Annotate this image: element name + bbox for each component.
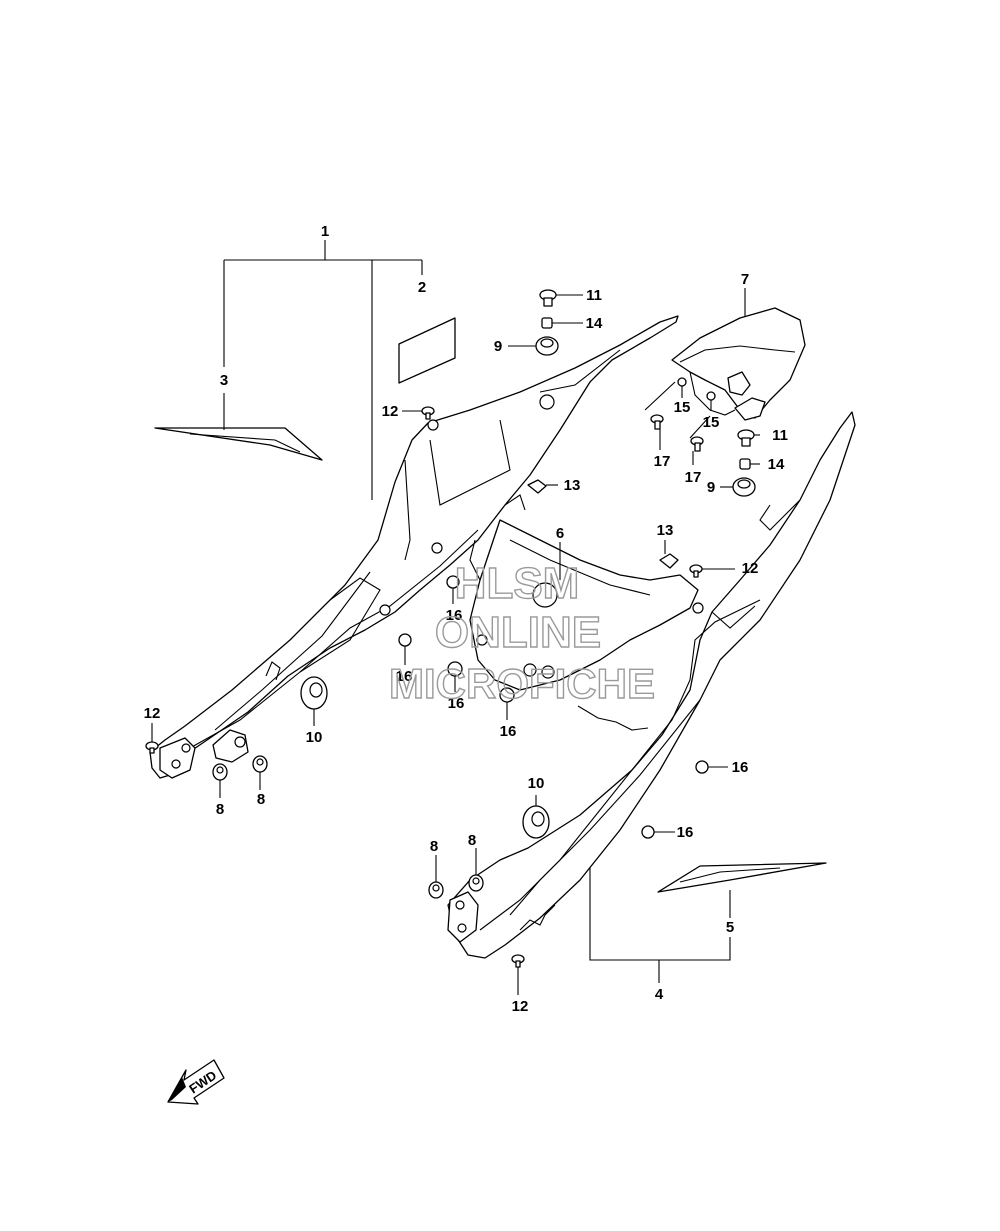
screw-17-b [690,436,704,452]
left-frame-cover [149,315,679,779]
callout-8-a: 8 [216,801,224,818]
callout-16-c: 16 [448,695,465,712]
callout-13-a: 13 [564,477,581,494]
callout-7: 7 [741,271,749,288]
callout-14-b: 14 [768,456,785,473]
callout-15-a: 15 [674,399,691,416]
callout-16-e: 16 [732,759,749,776]
grommet-8-c [428,881,444,899]
callout-12-a: 12 [382,403,399,420]
callout-16-a: 16 [446,607,463,624]
callout-16-f: 16 [677,824,694,841]
nut-13-a [527,479,547,494]
screw-17-a [650,414,664,430]
clip-16-b [398,633,412,647]
watermark: HLSM ONLINE MICROFICHE [388,558,655,707]
callout-11-a: 11 [586,287,602,304]
clip-16-e [695,760,709,774]
callout-9-a: 9 [494,338,502,355]
callout-4: 4 [655,986,664,1003]
cushion-10-a [300,676,328,710]
callout-2: 2 [418,279,426,296]
clip-16-f [641,825,655,839]
grommet-8-b [252,755,268,773]
callout-13-b: 13 [657,522,674,539]
callout-9-b: 9 [707,479,715,496]
cap-15-a [677,377,687,387]
callout-16-b: 16 [396,668,413,685]
screw-12-c [689,564,703,578]
screw-12-a [421,406,435,420]
screw-12-d [511,954,525,968]
watermark-line-2: ONLINE [435,608,601,657]
callout-12-c: 12 [742,560,759,577]
decal-2-shape [398,317,456,384]
nut-13-b [659,553,679,569]
cushion-9-b [732,477,756,497]
callout-8-d: 8 [468,832,476,849]
bolt-11-b [737,429,755,447]
cap-15-b [706,391,716,401]
callout-16-d: 16 [500,723,517,740]
callout-12-d: 12 [512,998,529,1015]
callout-17-b: 17 [685,469,702,486]
leader-lines [151,240,760,995]
callout-8-b: 8 [257,791,265,808]
bolt-11-a [539,289,557,307]
callout-5: 5 [726,919,734,936]
callout-10-a: 10 [306,729,323,746]
watermark-line-3: MICROFICHE [389,660,655,707]
callout-14-a: 14 [586,315,603,332]
collar-14-b [739,458,751,470]
callout-15-b: 15 [703,414,720,431]
callout-11-b: 11 [772,427,788,444]
callout-1: 1 [321,223,329,240]
screw-12-b [145,741,159,754]
callout-3: 3 [220,372,228,389]
watermark-line-1: HLSM [455,559,580,608]
cushion-9-a [535,336,559,356]
cushion-10-b [522,805,550,839]
decal-3-shape [154,427,323,461]
right-frame-cover [447,411,856,959]
callout-17-a: 17 [654,453,671,470]
callout-10-b: 10 [528,775,545,792]
callout-8-c: 8 [430,838,438,855]
callout-labels: 1 2 3 4 5 6 7 8 8 8 8 9 9 10 10 11 11 12… [144,223,788,1015]
tail-piece [671,307,806,421]
callout-6: 6 [556,525,564,542]
grommet-8-a [212,763,228,781]
collar-14-a [541,317,553,329]
fwd-arrow-icon: FWD [167,1059,225,1105]
grommet-8-d [468,874,484,892]
rear-cross-piece [469,519,699,691]
callout-12-b: 12 [144,705,161,722]
decal-5-shape [657,862,827,893]
